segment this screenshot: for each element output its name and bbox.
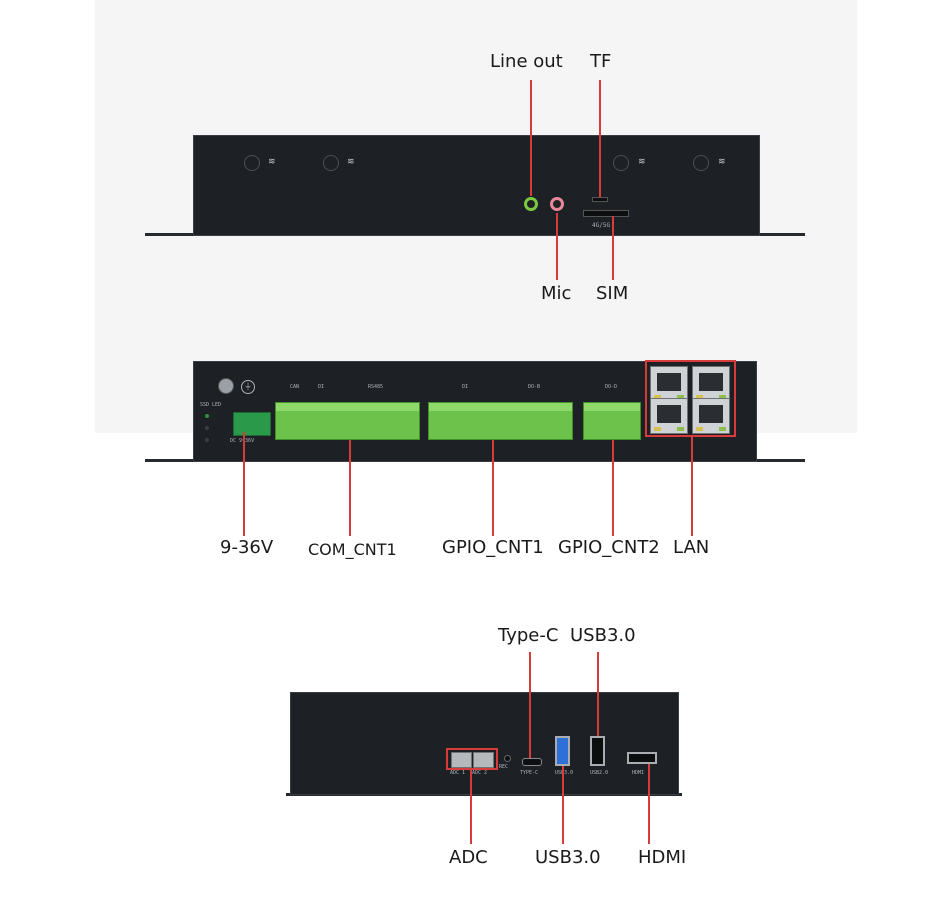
- usb-top-leader: [597, 652, 599, 736]
- hdmi-port: [627, 752, 657, 764]
- typec-leader: [529, 652, 531, 758]
- mic-label: Mic: [541, 283, 572, 304]
- lan-port: [650, 398, 688, 434]
- com-label: COM_CNT1: [308, 540, 397, 559]
- status-led: [205, 438, 209, 442]
- ground-screw: [218, 378, 234, 394]
- hdmi-silkscreen: HDMI: [632, 770, 645, 776]
- di-small-silkscreen: DI: [318, 384, 325, 390]
- sim-leader: [612, 216, 614, 280]
- adc-highlight-box: [446, 748, 498, 770]
- adc2-silkscreen: ADC 2: [472, 770, 488, 776]
- com-terminal-block: [275, 402, 420, 440]
- wifi-icon: ≋: [268, 156, 276, 166]
- line-out-label: Line out: [490, 51, 563, 72]
- device-body: [193, 135, 760, 236]
- line-out-jack: [524, 197, 538, 211]
- antenna-hole: [244, 155, 260, 171]
- hdmi-label: HDMI: [638, 847, 687, 868]
- gpio1-leader: [492, 440, 494, 536]
- mic-jack: [550, 197, 564, 211]
- rs485-silkscreen: RS485: [368, 384, 384, 390]
- wifi-icon: ≋: [347, 156, 355, 166]
- lan-label: LAN: [673, 537, 710, 558]
- typec-port: [522, 758, 542, 766]
- device-body: [290, 692, 679, 795]
- rec-button: [504, 755, 511, 762]
- tf-leader: [599, 80, 601, 197]
- mic-leader: [556, 213, 558, 280]
- lan-port: [692, 366, 730, 402]
- usb-a-silkscreen: USB3.0: [555, 770, 574, 776]
- com-leader: [349, 440, 351, 536]
- do2-silkscreen: DO-D: [605, 384, 618, 390]
- can-silkscreen: CAN: [290, 384, 300, 390]
- sim-silkscreen: 4G/5G: [592, 222, 611, 229]
- status-led: [205, 426, 209, 430]
- gpio1-label: GPIO_CNT1: [442, 537, 544, 558]
- power-connector: [233, 412, 271, 436]
- usb-top-label: USB3.0: [570, 625, 636, 646]
- lan-port: [650, 366, 688, 402]
- di-silkscreen: DI: [462, 384, 469, 390]
- lan-leader: [691, 437, 693, 536]
- sim-label: SIM: [596, 283, 629, 304]
- rec-silkscreen: REC: [499, 764, 509, 770]
- gpio2-label: GPIO_CNT2: [558, 537, 660, 558]
- usb-bottom-leader: [562, 766, 564, 844]
- wifi-icon: ≋: [638, 156, 646, 166]
- dc-silkscreen: DC 9~36V: [230, 438, 255, 444]
- do-silkscreen: DO-B: [528, 384, 541, 390]
- adc-port: [451, 752, 472, 768]
- power-label: 9-36V: [220, 537, 274, 558]
- typec-label: Type-C: [498, 625, 559, 646]
- adc-port: [473, 752, 494, 768]
- hdmi-leader: [648, 764, 650, 844]
- adc-leader: [470, 770, 472, 844]
- tf-slot: [592, 197, 608, 202]
- lan-highlight-box: [645, 360, 736, 437]
- adc-label: ADC: [449, 847, 488, 868]
- usb-b-silkscreen: USB2.0: [590, 770, 609, 776]
- tf-label: TF: [590, 51, 612, 72]
- power-leader: [243, 432, 245, 536]
- adc1-silkscreen: ADC 1: [450, 770, 466, 776]
- antenna-hole: [693, 155, 709, 171]
- typec-silkscreen: TYPE-C: [520, 770, 539, 776]
- ground-icon: ⏚: [241, 380, 255, 394]
- usb3-port: [555, 736, 570, 766]
- lan-port: [692, 398, 730, 434]
- gpio2-terminal-block: [583, 402, 641, 440]
- usb-bottom-label: USB3.0: [535, 847, 601, 868]
- line-out-leader: [530, 80, 532, 196]
- led-silkscreen: SSD LED: [200, 402, 222, 408]
- wifi-icon: ≋: [718, 156, 726, 166]
- antenna-hole: [323, 155, 339, 171]
- status-led: [205, 414, 209, 418]
- usb-port: [590, 736, 605, 766]
- sim-slot: [583, 210, 629, 217]
- antenna-hole: [613, 155, 629, 171]
- gpio2-leader: [612, 440, 614, 536]
- gpio1-terminal-block: [428, 402, 573, 440]
